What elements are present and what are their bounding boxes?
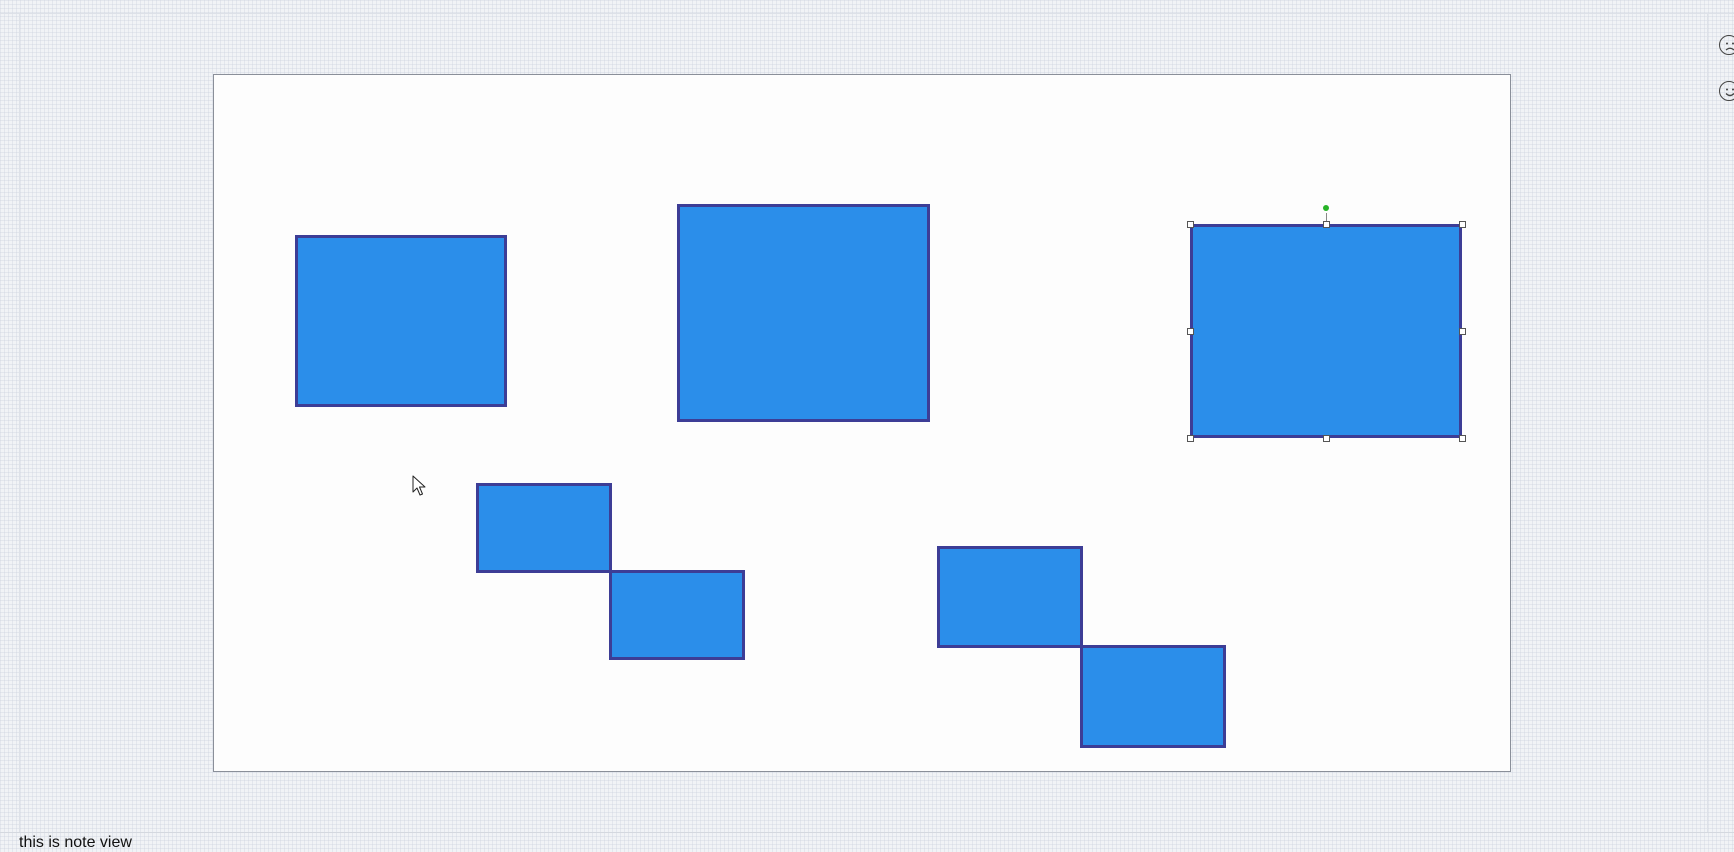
editor-left-border: [19, 13, 20, 833]
notes-text[interactable]: this is note view: [19, 834, 132, 851]
rotate-handle[interactable]: [1323, 205, 1329, 211]
resize-handle-top-left[interactable]: [1187, 221, 1194, 228]
editor-top-border: [0, 13, 1734, 14]
rectangle-shape-selected[interactable]: [1190, 224, 1462, 438]
rectangle-shape-4a[interactable]: [937, 546, 1083, 648]
rectangle-shape-1[interactable]: [295, 235, 507, 407]
rectangle-shape-3b[interactable]: [609, 570, 745, 660]
resize-handle-top-right[interactable]: [1459, 221, 1466, 228]
rotate-handle-stem: [1326, 213, 1327, 224]
resize-handle-left[interactable]: [1187, 328, 1194, 335]
mouse-pointer-icon: [412, 475, 426, 502]
smile-face-icon[interactable]: [1719, 81, 1734, 101]
resize-handle-bottom[interactable]: [1323, 435, 1330, 442]
editor-right-border: [1707, 13, 1708, 833]
rectangle-shape-2[interactable]: [677, 204, 930, 422]
notes-divider: [0, 832, 1734, 833]
rectangle-shape-3a[interactable]: [476, 483, 612, 573]
resize-handle-bottom-right[interactable]: [1459, 435, 1466, 442]
slide-canvas[interactable]: [213, 74, 1511, 772]
resize-handle-bottom-left[interactable]: [1187, 435, 1194, 442]
resize-handle-top[interactable]: [1323, 221, 1330, 228]
sad-face-icon[interactable]: [1719, 35, 1734, 55]
resize-handle-right[interactable]: [1459, 328, 1466, 335]
rectangle-shape-4b[interactable]: [1080, 645, 1226, 748]
